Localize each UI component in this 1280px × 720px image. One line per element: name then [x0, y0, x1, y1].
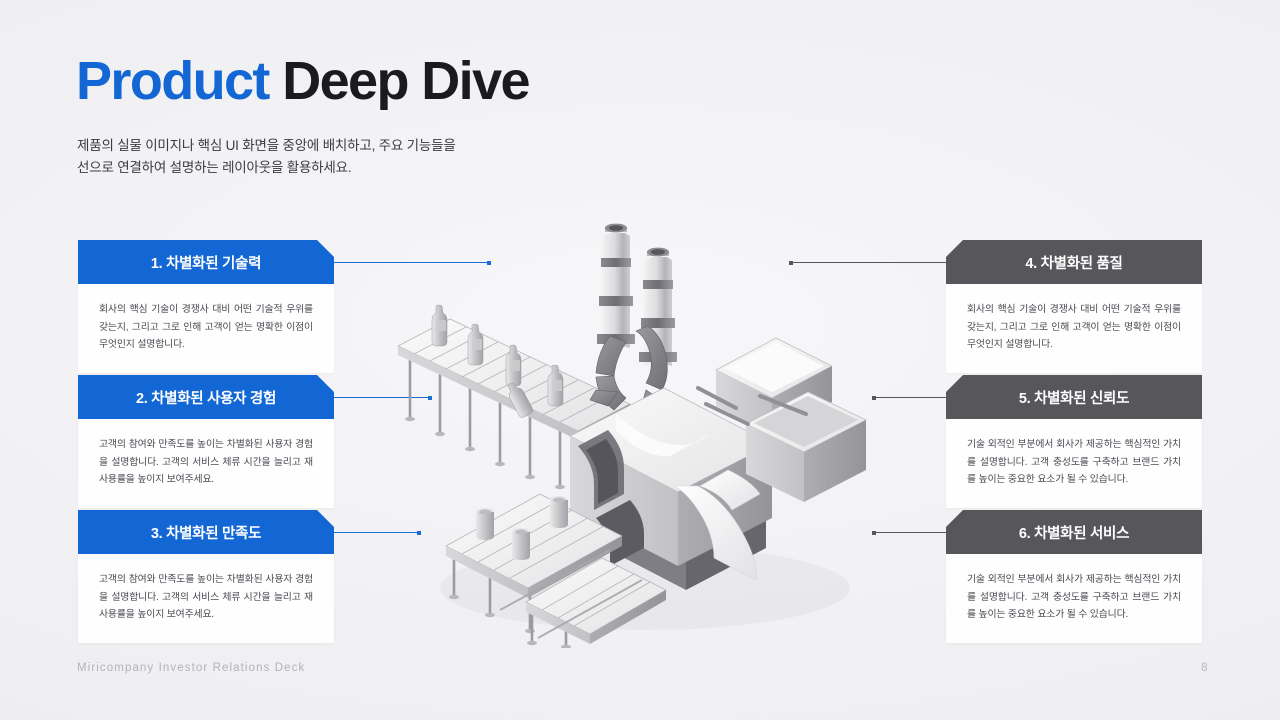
connector-endpoint-dot	[789, 260, 793, 265]
connector-endpoint-dot	[487, 260, 491, 265]
collection-bin-lower	[745, 391, 867, 502]
feature-card-3[interactable]: 3. 차별화된 만족도 고객의 참여와 만족도를 높이는 차별화된 사용자 경험…	[78, 510, 334, 643]
page-subtitle: 제품의 실물 이미지나 핵심 UI 화면을 중앙에 배치하고, 주요 기능들을 …	[77, 135, 456, 179]
bottle-items	[431, 304, 564, 418]
feature-card-6-title: 6. 차별화된 서비스	[1018, 525, 1130, 542]
page-number: 8	[1201, 662, 1208, 674]
connector-line-card-6	[872, 530, 946, 535]
feature-card-6[interactable]: 6. 차별화된 서비스 기술 외적인 부분에서 회사가 제공하는 핵심적인 가치…	[946, 510, 1202, 643]
feature-card-3-title: 3. 차별화된 만족도	[150, 525, 262, 542]
page-title-accent: Product	[76, 51, 270, 111]
feature-card-1-body: 회사의 핵심 기술이 경쟁사 대비 어떤 기술적 우위를 갖는지, 그리고 그로…	[78, 284, 334, 373]
page-subtitle-line-1: 제품의 실물 이미지나 핵심 UI 화면을 중앙에 배치하고, 주요 기능들을	[77, 138, 456, 153]
connector-endpoint-dot	[872, 395, 876, 400]
page-subtitle-line-2: 선으로 연결하여 설명하는 레이아웃을 활용하세요.	[77, 160, 352, 175]
feature-card-6-header: 6. 차별화된 서비스	[946, 510, 1202, 554]
feature-card-2[interactable]: 2. 차별화된 사용자 경험 고객의 참여와 만족도를 높이는 차별화된 사용자…	[78, 375, 334, 508]
lower-support-rails	[499, 549, 643, 639]
connector-line-card-3	[334, 530, 421, 535]
connector-line-card-5	[872, 395, 946, 400]
feature-card-3-body: 고객의 참여와 만족도를 높이는 차별화된 사용자 경험을 설명합니다. 고객의…	[78, 554, 334, 643]
feature-card-5-title: 5. 차별화된 신뢰도	[1018, 390, 1130, 407]
conveyor-cans-2	[525, 557, 667, 646]
feature-card-4-title: 4. 차별화된 품질	[1025, 255, 1123, 272]
page-title-rest: Deep Dive	[268, 51, 530, 111]
conveyor-cans-1	[445, 493, 623, 648]
feature-card-1[interactable]: 1. 차별화된 기술력 회사의 핵심 기술이 경쟁사 대비 어떤 기술적 우위를…	[78, 240, 334, 373]
connector-endpoint-dot	[417, 530, 421, 535]
central-machine	[569, 387, 773, 590]
transfer-rails	[696, 386, 808, 426]
feature-card-4-header: 4. 차별화된 품질	[946, 240, 1202, 284]
conveyor-bottles	[397, 304, 631, 490]
sheet-output	[673, 469, 761, 581]
connector-line-card-4	[789, 260, 946, 265]
feature-card-5[interactable]: 5. 차별화된 신뢰도 기술 외적인 부분에서 회사가 제공하는 핵심적인 가치…	[946, 375, 1202, 508]
feature-card-4[interactable]: 4. 차별화된 품질 회사의 핵심 기술이 경쟁사 대비 어떤 기술적 우위를 …	[946, 240, 1202, 373]
connector-endpoint-dot	[428, 395, 432, 400]
feature-card-1-title: 1. 차별화된 기술력	[150, 255, 262, 272]
feature-card-2-title: 2. 차별화된 사용자 경험	[135, 390, 277, 407]
feature-card-5-header: 5. 차별화된 신뢰도	[946, 375, 1202, 419]
feature-card-2-header: 2. 차별화된 사용자 경험	[78, 375, 334, 419]
footer-deck-name: Miricompany Investor Relations Deck	[77, 662, 306, 674]
feature-card-6-body: 기술 외적인 부분에서 회사가 제공하는 핵심적인 가치를 설명합니다. 고객 …	[946, 554, 1202, 643]
connector-line-card-2	[334, 395, 432, 400]
feature-card-1-header: 1. 차별화된 기술력	[78, 240, 334, 284]
page-title: Product Deep Dive	[76, 51, 531, 111]
connector-endpoint-dot	[872, 530, 876, 535]
chimney-tower-left	[597, 223, 635, 348]
feature-card-2-body: 고객의 참여와 만족도를 높이는 차별화된 사용자 경험을 설명합니다. 고객의…	[78, 419, 334, 508]
can-items	[476, 496, 568, 560]
feature-card-3-header: 3. 차별화된 만족도	[78, 510, 334, 554]
factory-illustration	[380, 218, 900, 648]
connector-line-card-1	[334, 260, 491, 265]
feature-card-4-body: 회사의 핵심 기술이 경쟁사 대비 어떤 기술적 우위를 갖는지, 그리고 그로…	[946, 284, 1202, 373]
feature-card-5-body: 기술 외적인 부분에서 회사가 제공하는 핵심적인 가치를 설명합니다. 고객 …	[946, 419, 1202, 508]
